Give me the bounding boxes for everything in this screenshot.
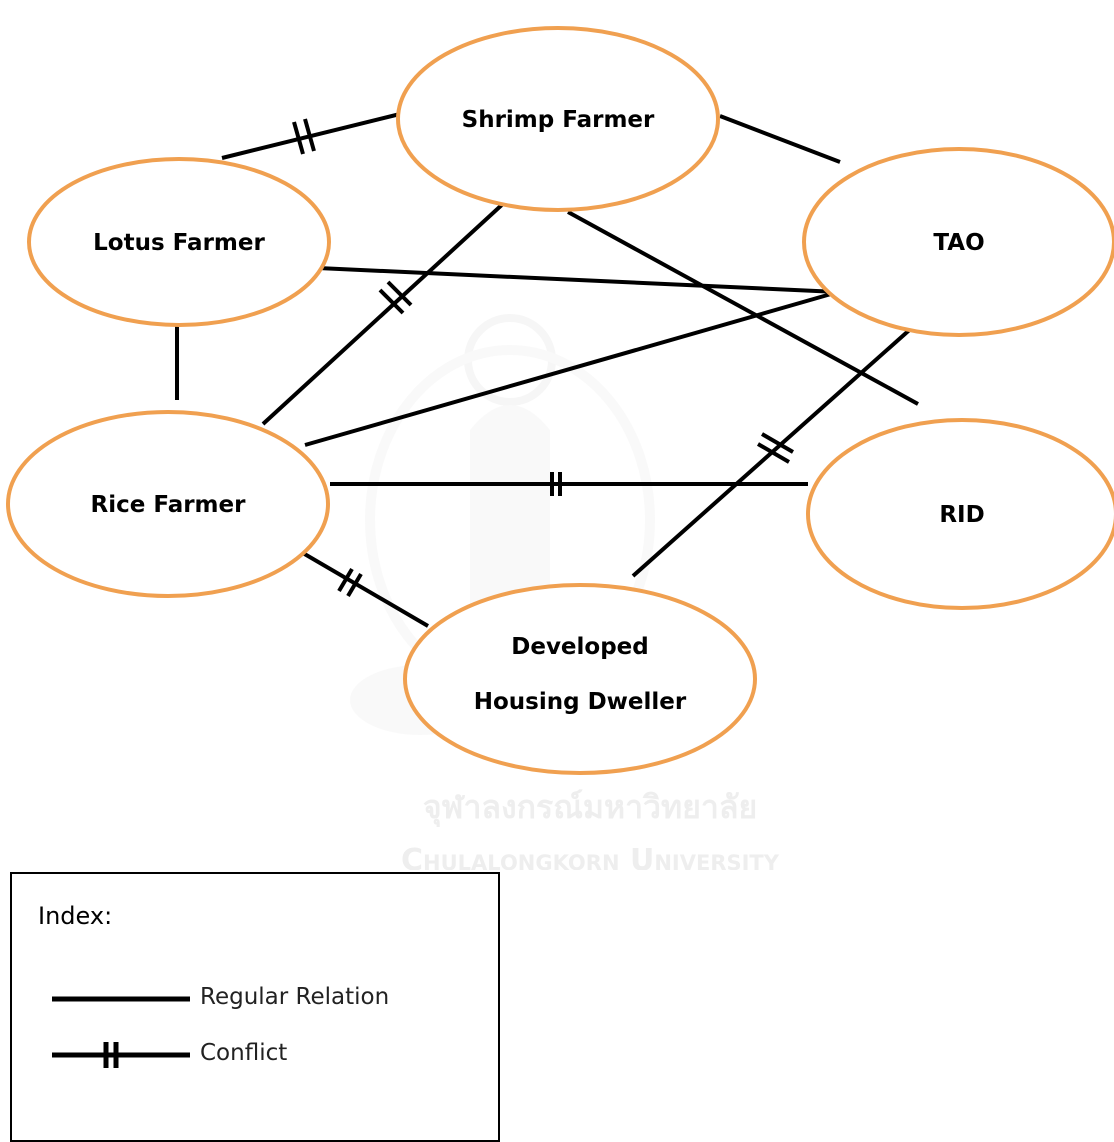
- node-rice-farmer: Rice Farmer: [6, 410, 330, 598]
- edge-lotus-tao: [317, 266, 839, 294]
- conflict-marker-rice-housing: [337, 567, 363, 598]
- edge-rice-tao: [304, 290, 839, 447]
- edge-tao-housing: [631, 323, 917, 578]
- conflict-marker-shrimp-rice: [378, 280, 413, 315]
- legend-item-regular: Regular Relation: [50, 982, 480, 1016]
- edge-shrimp-tao: [719, 114, 841, 164]
- conflict-line-icon: [52, 1042, 190, 1068]
- legend-label-regular: Regular Relation: [200, 984, 390, 1010]
- node-rid: RID: [806, 418, 1114, 610]
- node-label-rice-farmer: Rice Farmer: [91, 492, 247, 518]
- node-label-rid: RID: [939, 502, 984, 528]
- edge-shrimp-rice: [261, 200, 507, 426]
- node-label-housing-line1: Developed: [511, 634, 649, 660]
- legend-item-conflict: Conflict: [50, 1038, 480, 1072]
- legend-label-conflict: Conflict: [200, 1040, 288, 1066]
- node-label-tao: TAO: [933, 230, 984, 256]
- node-label-housing-line2: Housing Dweller: [474, 689, 687, 715]
- node-label-shrimp-farmer: Shrimp Farmer: [462, 107, 655, 133]
- legend-box: Index: Regular Relation Conflict: [10, 872, 500, 1142]
- node-label-lotus-farmer: Lotus Farmer: [93, 230, 265, 256]
- edge-rice-housing: [294, 547, 430, 628]
- conflict-marker-tao-housing: [756, 432, 795, 464]
- node-lotus-farmer: Lotus Farmer: [27, 157, 331, 327]
- watermark-thai: จุฬาลงกรณ์มหาวิทยาลัย: [423, 788, 757, 828]
- nodes: Shrimp Farmer Lotus Farmer TAO Rice Farm…: [6, 26, 1114, 775]
- node-tao: TAO: [802, 147, 1114, 337]
- conflict-marker-lotus-shrimp: [292, 118, 316, 155]
- watermark-english: Chulalongkorn University: [401, 843, 780, 870]
- regular-relation-line-icon: [52, 996, 190, 1002]
- node-shrimp-farmer: Shrimp Farmer: [396, 26, 720, 212]
- node-developed-housing-dweller: Developed Housing Dweller: [403, 583, 757, 775]
- conflict-marker-rice-rid: [550, 472, 562, 496]
- relationship-diagram: จุฬาลงกรณ์มหาวิทยาลัย Chulalongkorn Univ…: [6, 26, 1114, 870]
- edges: [175, 112, 919, 628]
- legend-title: Index:: [38, 902, 113, 930]
